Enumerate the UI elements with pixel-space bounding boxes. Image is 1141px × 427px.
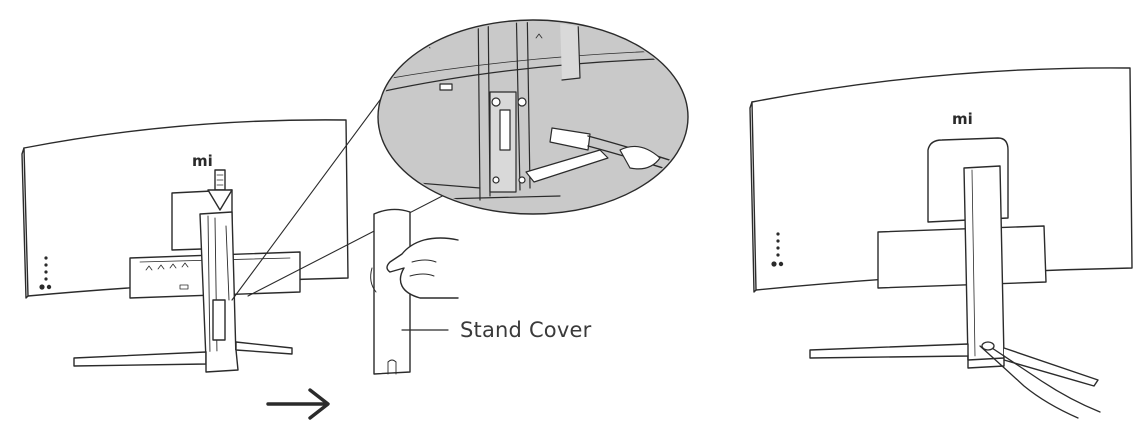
logo-left: mi xyxy=(192,152,213,170)
logo-right: mi xyxy=(952,110,973,128)
control-buttons xyxy=(771,232,784,267)
control-buttons xyxy=(39,256,52,290)
left-monitor: mi xyxy=(21,119,349,373)
arrow-right-icon xyxy=(266,388,330,420)
arrow-down-icon xyxy=(207,169,233,211)
magnified-detail xyxy=(231,19,689,301)
stand-cover-label: Stand Cover xyxy=(460,318,592,342)
stand-cover xyxy=(373,208,449,375)
right-monitor: mi xyxy=(749,67,1133,419)
cables xyxy=(979,341,1101,419)
hand-icon xyxy=(370,237,459,299)
port-markings xyxy=(145,262,189,290)
